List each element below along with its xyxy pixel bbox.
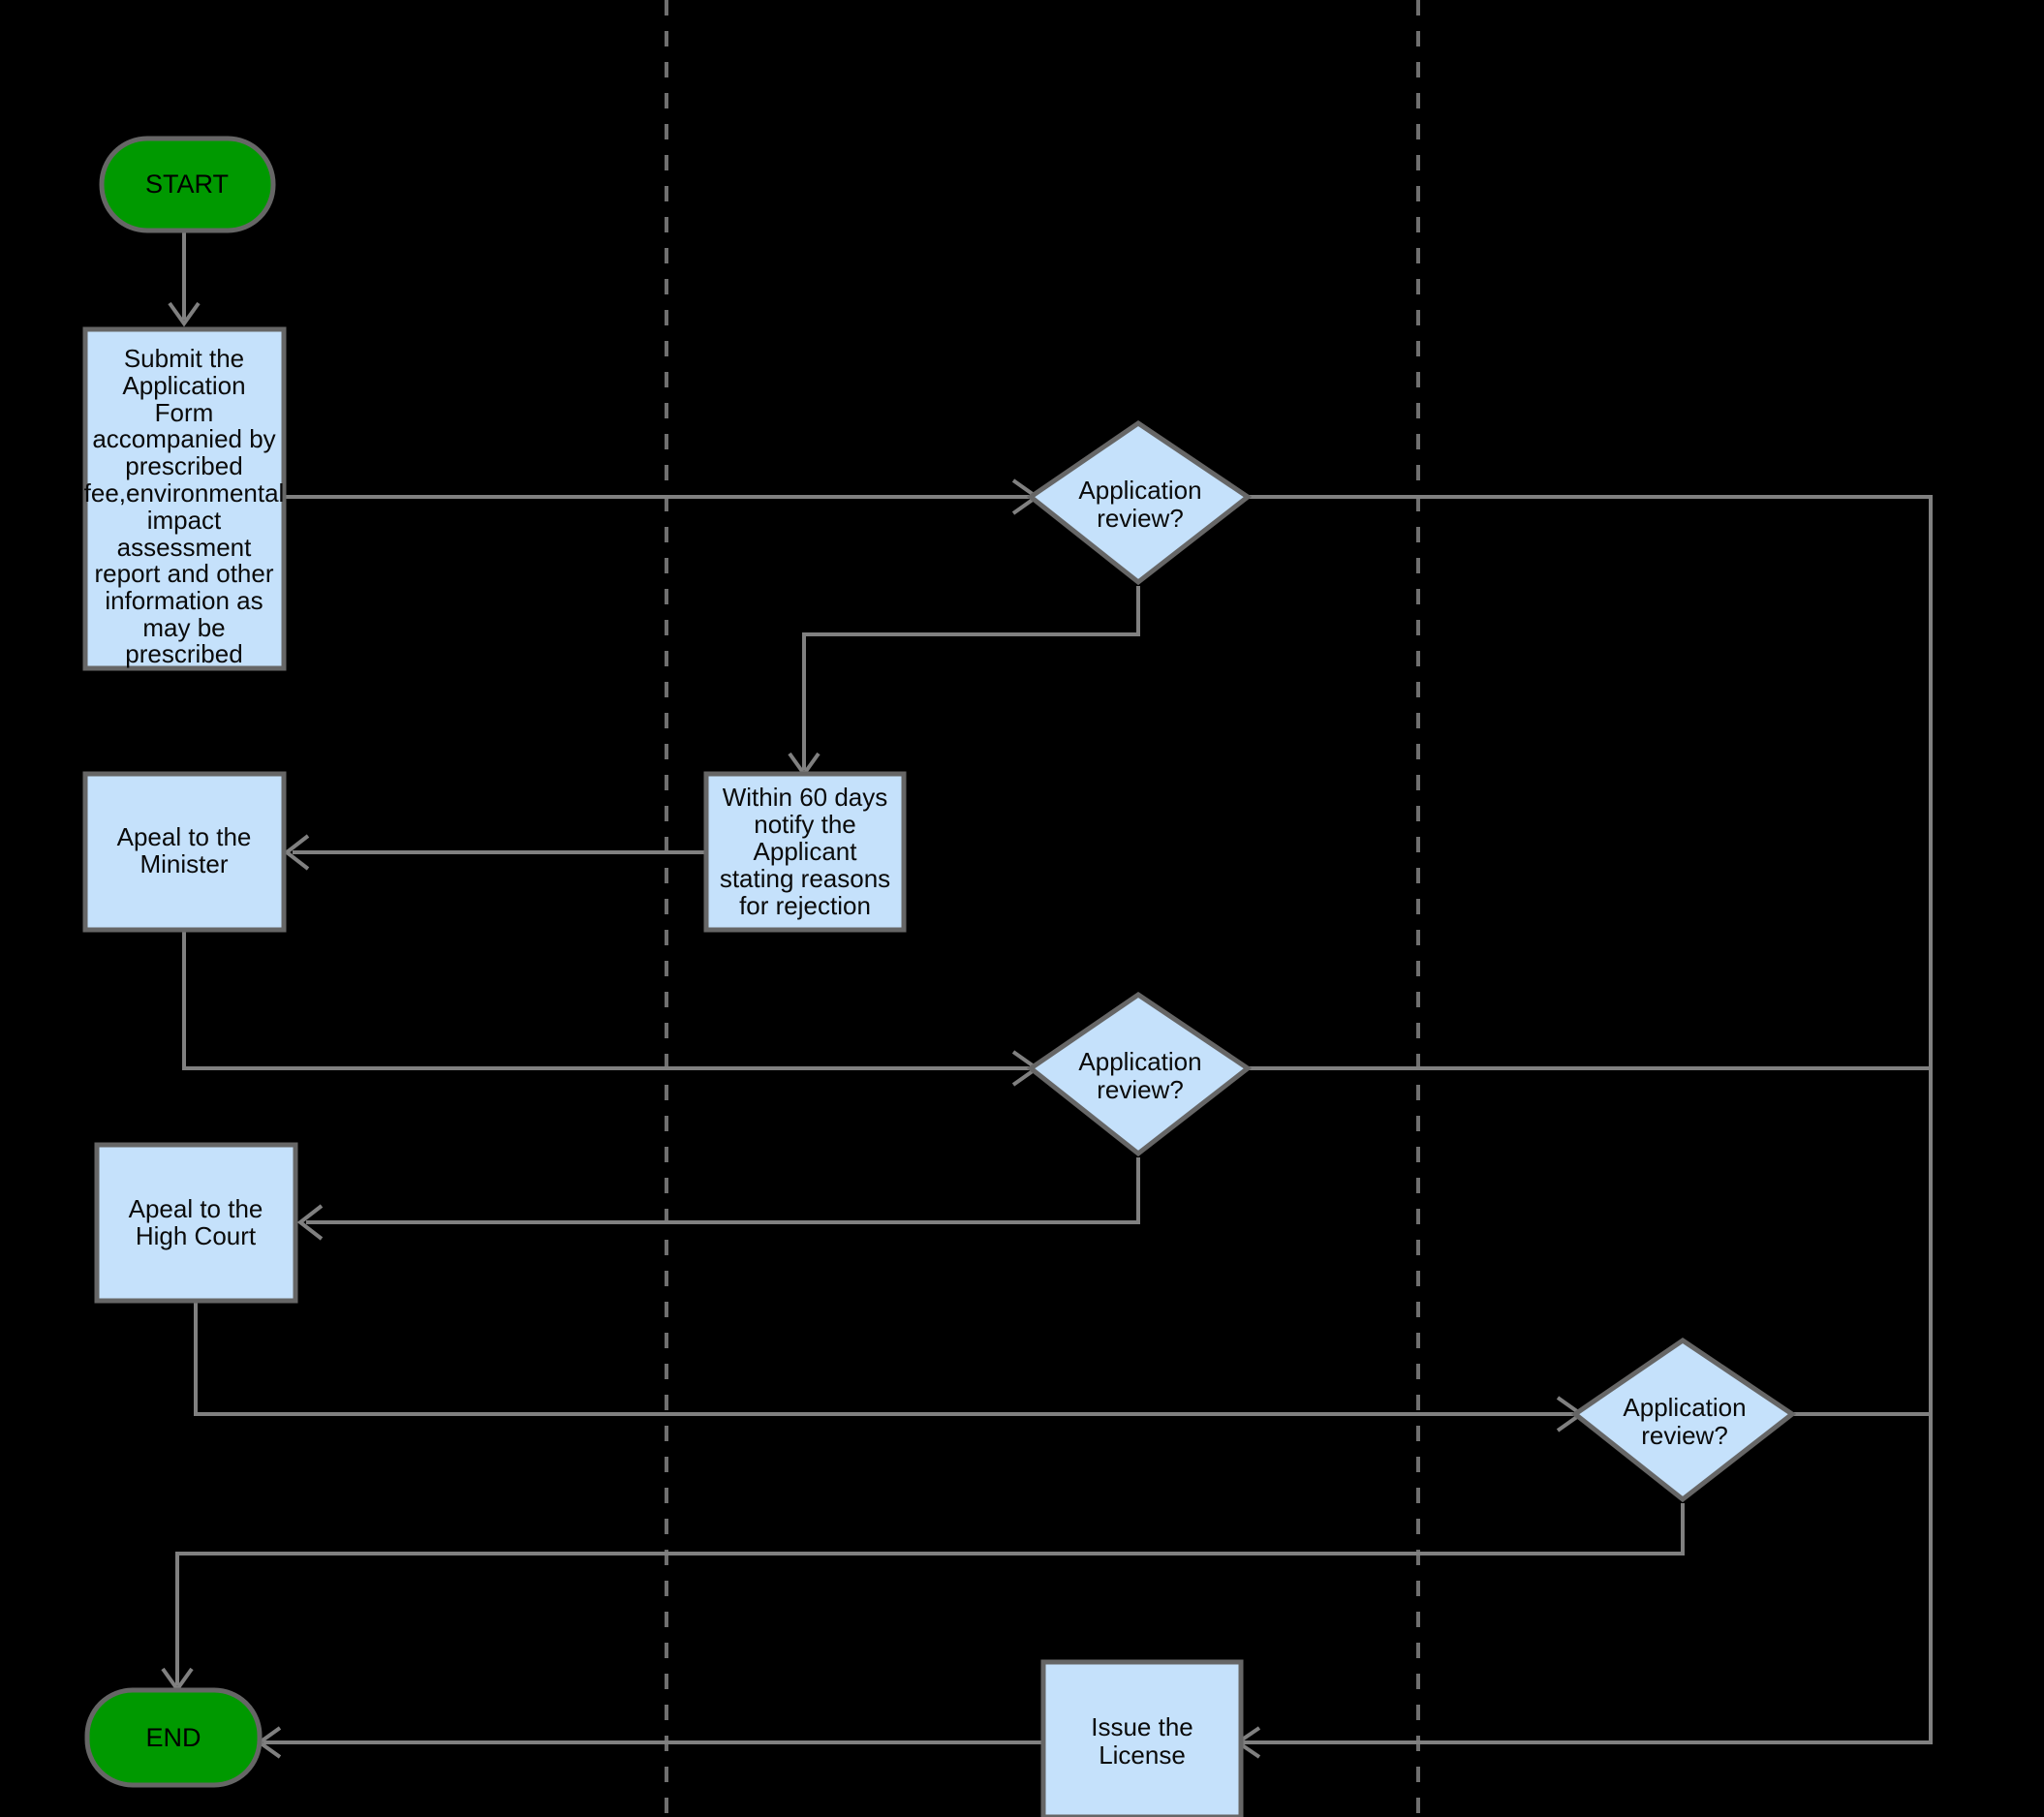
application-review-2-label: review?: [1097, 1075, 1184, 1104]
submit-application-label: Application: [122, 371, 245, 400]
application-review-2-shape: [1026, 991, 1253, 1157]
node-end[interactable]: END: [84, 1687, 263, 1788]
arrowhead-review2-to-high-court: [296, 1204, 324, 1241]
notify-applicant-label: Applicant: [754, 837, 858, 866]
end-terminator-shape: [84, 1687, 263, 1788]
issue-license-label: License: [1099, 1740, 1186, 1770]
submit-application-label: prescribed: [125, 451, 242, 480]
submit-application-label: accompanied by: [92, 424, 275, 453]
appeal-high-court-label: Apeal to the: [129, 1194, 263, 1223]
connectors: [161, 229, 1933, 1759]
node-appeal-high-court[interactable]: Apeal to the High Court: [94, 1142, 298, 1304]
edge-review1-to-notify: [802, 586, 1140, 770]
application-review-2-label: Application: [1078, 1047, 1201, 1076]
start-terminator-shape: [99, 136, 276, 233]
submit-application-label: may be: [142, 613, 225, 642]
node-appeal-minister[interactable]: Apeal to the Minister: [82, 771, 287, 933]
notify-applicant-label: Within 60 days: [723, 783, 888, 812]
edge-review2-to-high-court: [306, 1157, 1140, 1224]
edge-high-court-to-review3: [194, 1301, 1573, 1416]
appeal-minister-shape: [82, 771, 287, 933]
application-review-1-label: Application: [1078, 476, 1201, 505]
node-start[interactable]: START: [99, 136, 276, 233]
submit-application-label: Form: [155, 398, 214, 427]
appeal-minister-label: Apeal to the: [117, 822, 252, 851]
notify-applicant-shape: [703, 771, 907, 933]
start-label: START: [145, 169, 229, 199]
appeal-minister-label: Minister: [139, 849, 228, 878]
node-application-review-3[interactable]: Application review?: [1570, 1337, 1797, 1503]
end-label: END: [145, 1723, 201, 1752]
arrowhead-start-to-submit: [168, 301, 201, 327]
submit-application-label: impact: [147, 506, 222, 535]
notify-applicant-label: stating reasons: [720, 864, 890, 893]
application-review-3-shape: [1570, 1337, 1797, 1503]
node-notify-applicant[interactable]: Within 60 days notify the Applicant stat…: [703, 771, 907, 933]
node-application-review-2[interactable]: Application review?: [1026, 991, 1253, 1157]
application-review-3-label: review?: [1641, 1421, 1728, 1450]
application-review-3-label: Application: [1623, 1393, 1746, 1422]
application-review-1-label: review?: [1097, 504, 1184, 533]
edge-review3-to-end: [175, 1503, 1685, 1685]
appeal-high-court-shape: [94, 1142, 298, 1304]
submit-application-label: report and other: [94, 559, 273, 588]
submit-application-label: assessment: [117, 533, 252, 562]
appeal-high-court-label: High Court: [136, 1221, 257, 1250]
submit-application-label: information as: [105, 586, 263, 615]
edge-appeal-minister-to-review2: [182, 930, 1029, 1070]
application-review-1-shape: [1026, 419, 1253, 586]
notify-applicant-label: notify the: [754, 810, 856, 839]
arrowhead-notify-to-appeal-minister: [283, 834, 310, 871]
lane-dividers: [665, 0, 1420, 1817]
submit-application-label: prescribed: [125, 639, 242, 668]
node-application-review-1[interactable]: Application review?: [1026, 419, 1253, 586]
submit-application-label: Submit the: [124, 344, 244, 373]
submit-application-shape: [82, 326, 287, 671]
issue-license-label: Issue the: [1091, 1712, 1193, 1741]
notify-applicant-label: for rejection: [739, 891, 871, 920]
node-issue-license[interactable]: Issue the License: [1040, 1659, 1244, 1817]
issue-license-shape: [1040, 1659, 1244, 1817]
submit-application-label: fee,environmental: [84, 478, 285, 508]
node-submit-application[interactable]: Submit the Application Form accompanied …: [82, 326, 287, 671]
